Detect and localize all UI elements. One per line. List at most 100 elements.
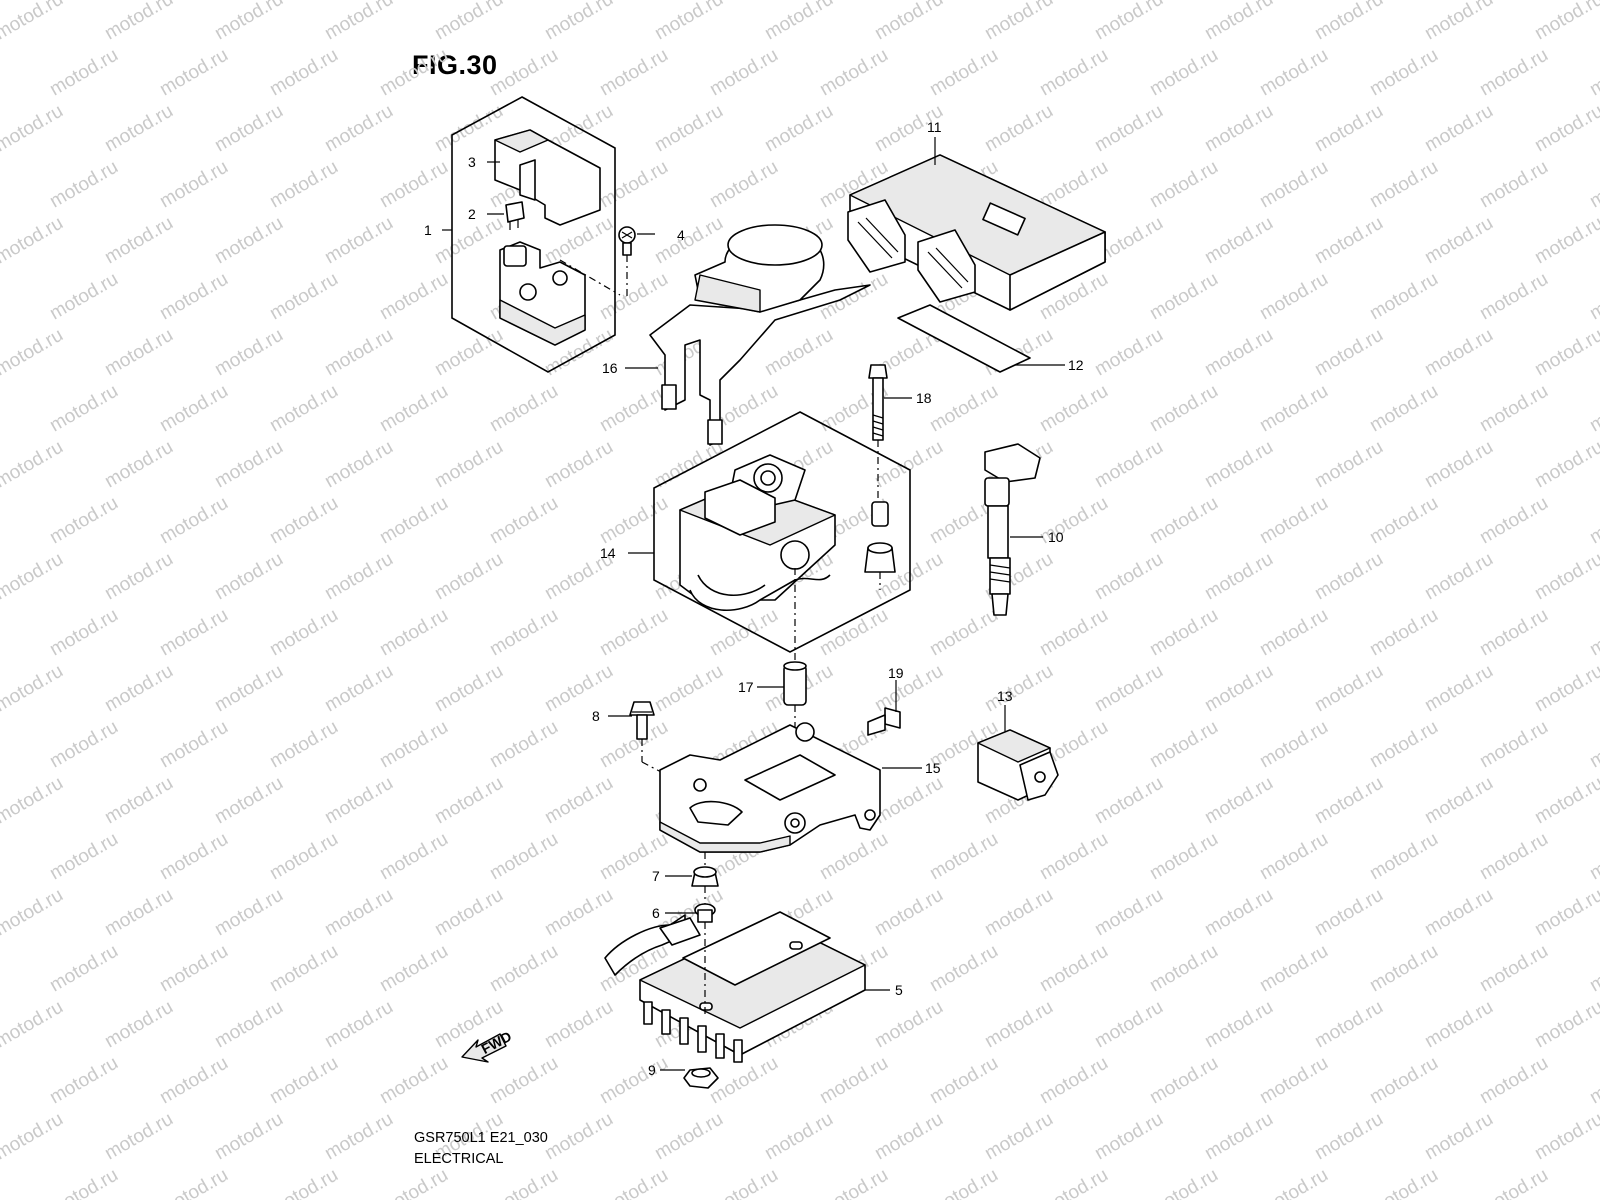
watermark-text: motod.ru <box>651 1109 726 1165</box>
watermark-text: motod.ru <box>1586 605 1600 661</box>
watermark-text: motod.ru <box>46 717 121 773</box>
watermark-text: motod.ru <box>651 661 726 717</box>
watermark-text: motod.ru <box>1421 101 1496 157</box>
watermark-text: motod.ru <box>1531 213 1600 269</box>
watermark-text: motod.ru <box>101 101 176 157</box>
watermark-text: motod.ru <box>541 0 616 44</box>
watermark-text: motod.ru <box>156 1053 231 1109</box>
watermark-text: motod.ru <box>1311 773 1386 829</box>
leader-lines <box>442 137 1065 1071</box>
nut-icon[interactable] <box>683 1067 719 1089</box>
watermark-text: motod.ru <box>156 493 231 549</box>
callout-17[interactable]: 17 <box>738 679 754 695</box>
actuator-assembly-icon[interactable] <box>653 411 911 660</box>
long-bolt-icon[interactable] <box>868 364 888 500</box>
callout-5[interactable]: 5 <box>895 982 903 998</box>
ecm-icon[interactable] <box>847 154 1106 311</box>
watermark-text: motod.ru <box>1091 549 1166 605</box>
watermark-text: motod.ru <box>1531 437 1600 493</box>
callout-12[interactable]: 12 <box>1068 357 1084 373</box>
ignition-coil-icon[interactable] <box>984 443 1041 616</box>
watermark-text: motod.ru <box>1531 325 1600 381</box>
cushion-icon[interactable] <box>691 852 719 887</box>
screw-icon[interactable] <box>618 226 636 300</box>
watermark-text: motod.ru <box>1421 549 1496 605</box>
watermark-text: motod.ru <box>1586 1053 1600 1109</box>
watermark-text: motod.ru <box>1531 0 1600 44</box>
watermark-text: motod.ru <box>101 325 176 381</box>
callout-2[interactable]: 2 <box>468 206 476 222</box>
watermark-text: motod.ru <box>0 549 67 605</box>
cover-bracket-icon[interactable] <box>649 224 871 446</box>
callout-8[interactable]: 8 <box>592 708 600 724</box>
watermark-text: motod.ru <box>596 381 671 437</box>
watermark-text: motod.ru <box>541 437 616 493</box>
watermark-text: motod.ru <box>1421 773 1496 829</box>
watermark-text: motod.ru <box>211 101 286 157</box>
watermark-text: motod.ru <box>706 45 781 101</box>
watermark-text: motod.ru <box>0 661 67 717</box>
callout-19[interactable]: 19 <box>888 665 904 681</box>
watermark-text: motod.ru <box>1476 45 1551 101</box>
callout-10[interactable]: 10 <box>1048 529 1064 545</box>
callout-14[interactable]: 14 <box>600 545 616 561</box>
bracket-icon[interactable] <box>659 722 881 853</box>
callout-16[interactable]: 16 <box>602 360 618 376</box>
watermark-text: motod.ru <box>1036 381 1111 437</box>
watermark-text: motod.ru <box>596 493 671 549</box>
watermark-text: motod.ru <box>1091 0 1166 44</box>
watermark-text: motod.ru <box>871 885 946 941</box>
callout-9[interactable]: 9 <box>648 1062 656 1078</box>
watermark-text: motod.ru <box>0 325 67 381</box>
callout-15[interactable]: 15 <box>925 760 941 776</box>
watermark-text: motod.ru <box>1476 269 1551 325</box>
watermark-text: motod.ru <box>926 605 1001 661</box>
collar-icon[interactable] <box>694 886 716 923</box>
connector-icon[interactable] <box>977 729 1059 801</box>
watermark-text: motod.ru <box>1366 1165 1441 1200</box>
callout-7[interactable]: 7 <box>652 868 660 884</box>
watermark-text: motod.ru <box>1586 381 1600 437</box>
callout-6[interactable]: 6 <box>652 905 660 921</box>
watermark-text: motod.ru <box>376 269 451 325</box>
watermark-text: motod.ru <box>0 213 67 269</box>
watermark-text: motod.ru <box>1586 269 1600 325</box>
callout-3[interactable]: 3 <box>468 154 476 170</box>
watermark-text: motod.ru <box>1311 325 1386 381</box>
callout-11[interactable]: 11 <box>927 119 942 135</box>
starter-relay-assembly-icon[interactable] <box>451 96 621 373</box>
watermark-text: motod.ru <box>596 269 671 325</box>
watermark-text: motod.ru <box>871 773 946 829</box>
short-bolt-icon[interactable] <box>867 707 901 736</box>
watermark-text: motod.ru <box>1531 101 1600 157</box>
watermark-text: motod.ru <box>596 157 671 213</box>
watermark-text: motod.ru <box>1201 773 1276 829</box>
callout-13[interactable]: 13 <box>997 688 1013 704</box>
callout-1[interactable]: 1 <box>424 222 432 238</box>
watermark-text: motod.ru <box>211 549 286 605</box>
watermark-text: motod.ru <box>266 829 341 885</box>
watermark-text: motod.ru <box>46 45 121 101</box>
watermark-text: motod.ru <box>541 773 616 829</box>
watermark-text: motod.ru <box>101 885 176 941</box>
watermark-text: motod.ru <box>1586 157 1600 213</box>
watermark-text: motod.ru <box>1146 381 1221 437</box>
watermark-text: motod.ru <box>266 1053 341 1109</box>
watermark-text: motod.ru <box>0 885 67 941</box>
watermark-text: motod.ru <box>1146 157 1221 213</box>
watermark-text: motod.ru <box>266 605 341 661</box>
watermark-text: motod.ru <box>431 773 506 829</box>
callout-4[interactable]: 4 <box>677 227 685 243</box>
watermark-text: motod.ru <box>981 661 1056 717</box>
regulator-rectifier-icon[interactable] <box>604 911 866 1063</box>
watermark-text: motod.ru <box>1256 1053 1331 1109</box>
watermark-text: motod.ru <box>1036 941 1111 997</box>
watermark-text: motod.ru <box>266 381 341 437</box>
watermark-text: motod.ru <box>1091 325 1166 381</box>
watermark-text: motod.ru <box>596 1053 671 1109</box>
watermark-text: motod.ru <box>1091 773 1166 829</box>
watermark-text: motod.ru <box>1256 157 1331 213</box>
pad-icon[interactable] <box>897 304 1031 373</box>
callout-18[interactable]: 18 <box>916 390 932 406</box>
